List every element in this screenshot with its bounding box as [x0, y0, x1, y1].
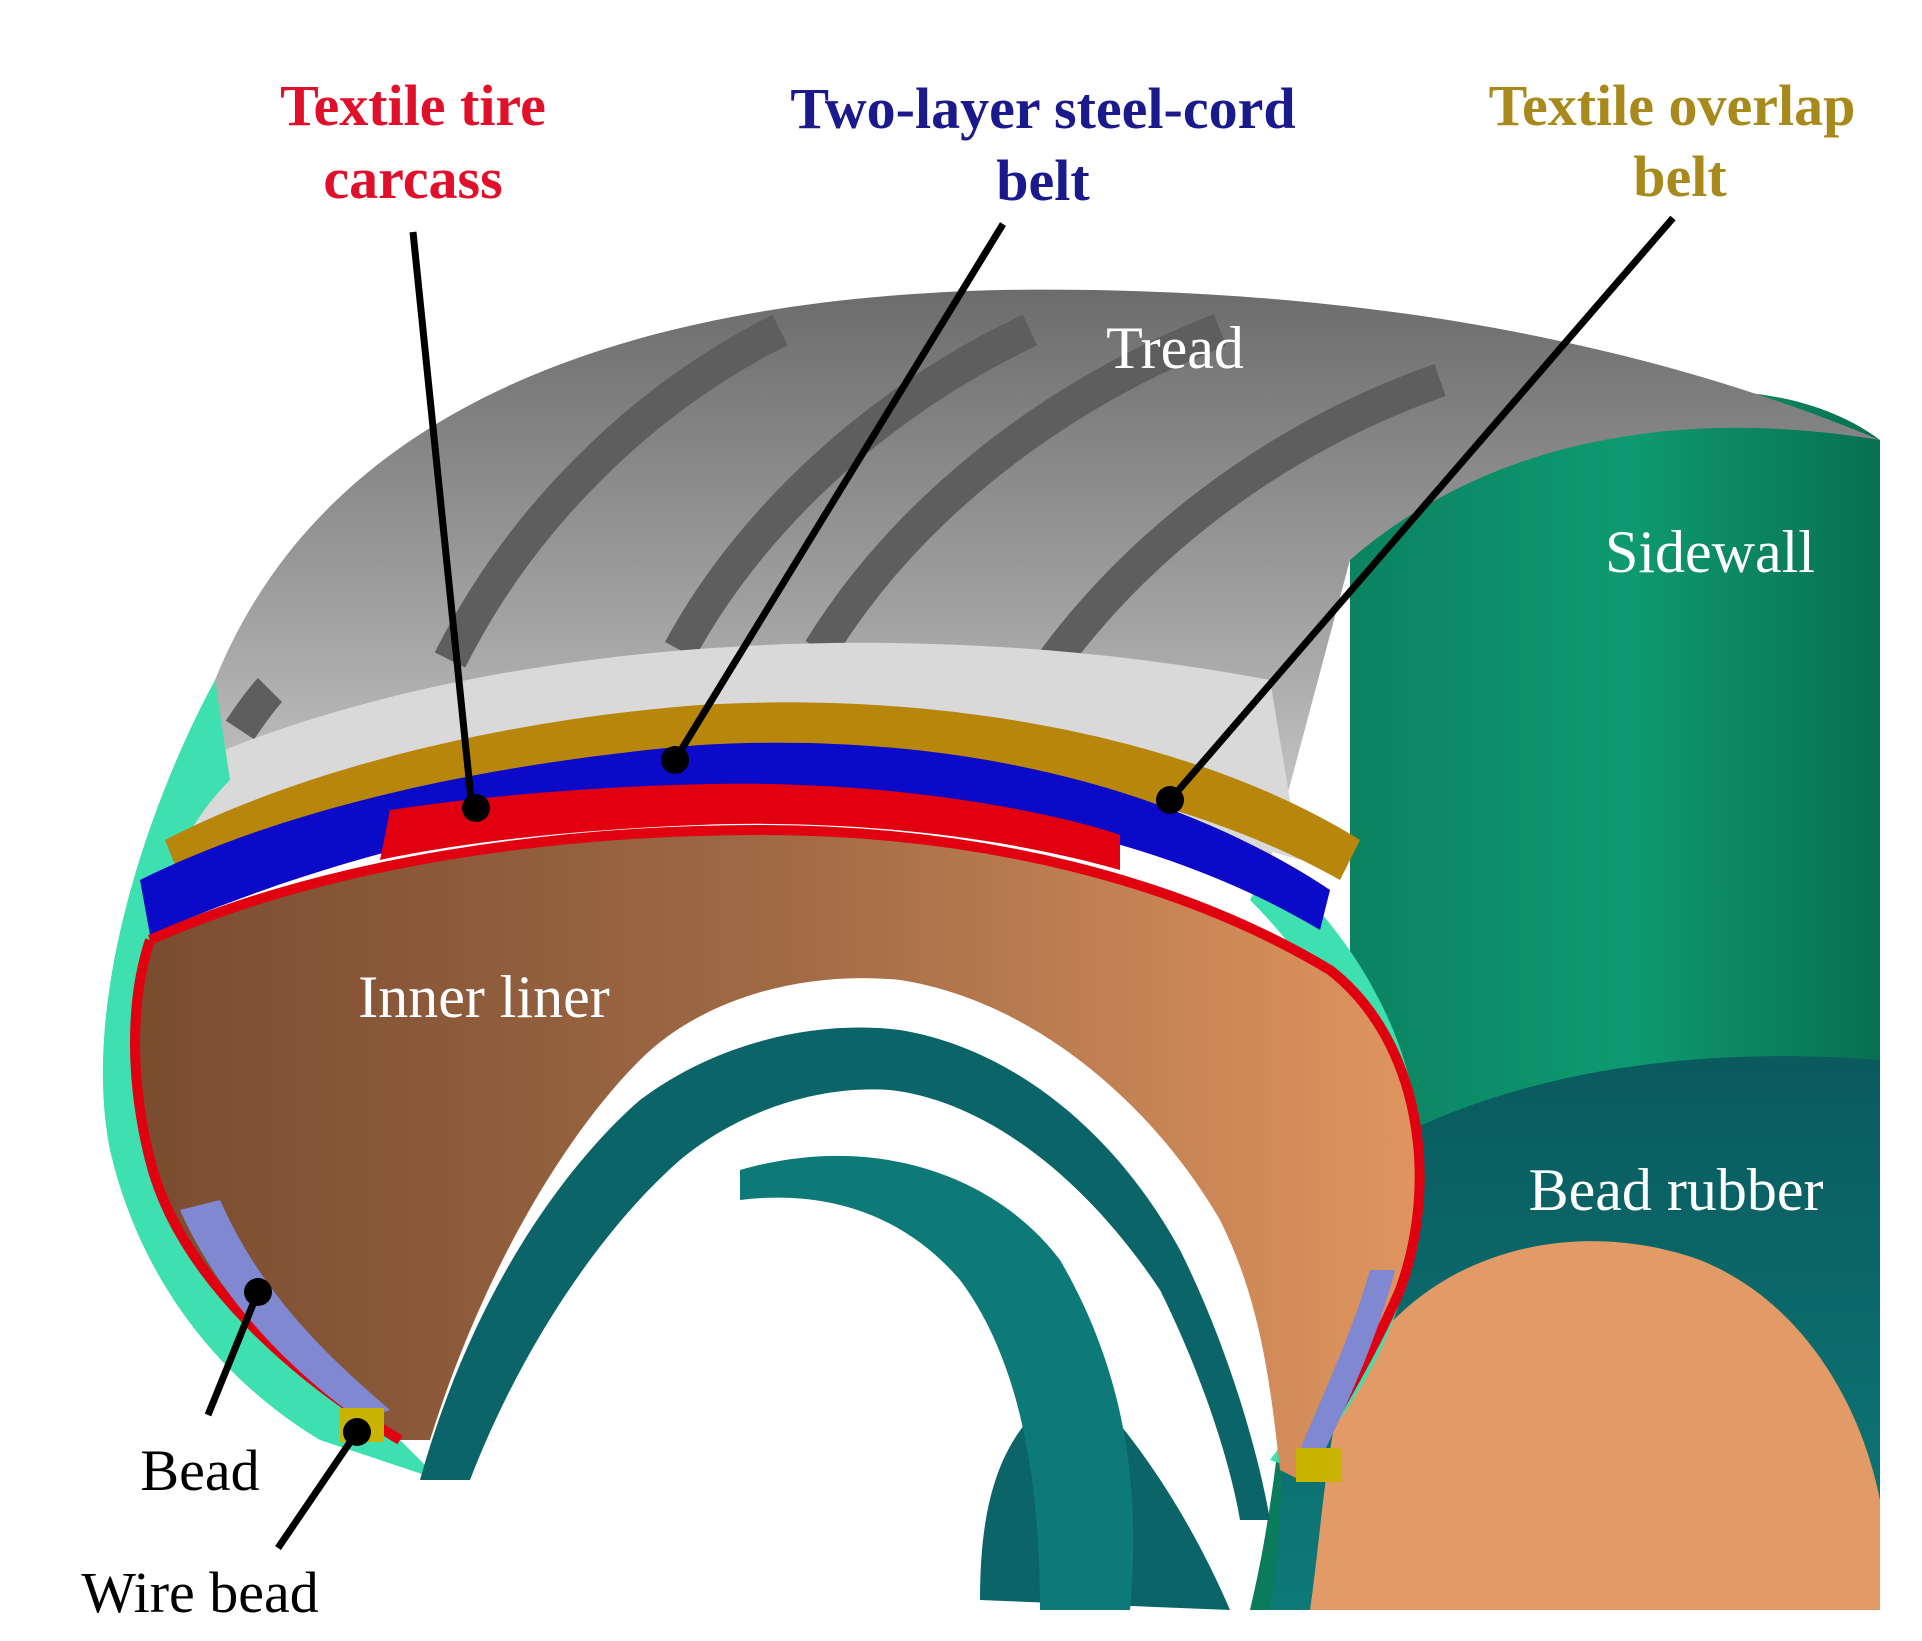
carcass-shape	[380, 783, 1120, 870]
dot-steel-belt	[661, 746, 689, 774]
label-overlap-belt-line1: Textile overlap	[1489, 73, 1856, 138]
dot-carcass	[462, 794, 490, 822]
far-inner-liner-shape	[1310, 1241, 1880, 1610]
lower-bead-rubber-band	[420, 1027, 1270, 1520]
right-wire-bead	[1296, 1448, 1342, 1482]
dot-wire-bead	[343, 1418, 371, 1446]
inner-liner-shape	[135, 830, 1420, 1480]
label-tread: Tread	[1106, 315, 1244, 381]
dot-bead	[244, 1278, 272, 1306]
label-sidewall: Sidewall	[1605, 519, 1815, 585]
label-steel-belt-line2: belt	[996, 148, 1090, 213]
label-carcass-line1: Textile tire	[280, 73, 546, 138]
label-carcass-line2: carcass	[323, 146, 502, 211]
label-overlap-belt-line2: belt	[1633, 144, 1727, 209]
label-bead: Bead	[140, 1438, 259, 1503]
leader-bead	[204, 1290, 262, 1417]
bead-rubber-lower-middle	[740, 1155, 1134, 1610]
carcass-outline	[147, 824, 1425, 1483]
left-bead-fill	[180, 1200, 390, 1420]
steel-belt-shape	[140, 742, 1330, 935]
marker-dots	[244, 746, 1184, 1446]
leader-wire-bead	[275, 1430, 360, 1550]
right-bead-fill	[1300, 1270, 1395, 1460]
tread-grooves	[225, 314, 1446, 740]
label-steel-belt-line1: Two-layer steel-cord	[790, 76, 1295, 141]
label-wire-bead: Wire bead	[81, 1560, 319, 1625]
leader-overlap-belt	[1167, 215, 1676, 803]
dot-overlap-belt	[1156, 786, 1184, 814]
left-sidewall-rim	[102, 680, 440, 1480]
label-inner-liner: Inner liner	[358, 964, 610, 1030]
leader-steel-belt	[672, 222, 1006, 762]
label-bead-rubber: Bead rubber	[1529, 1157, 1824, 1223]
leader-carcass	[409, 231, 476, 809]
leader-lines	[204, 215, 1676, 1550]
